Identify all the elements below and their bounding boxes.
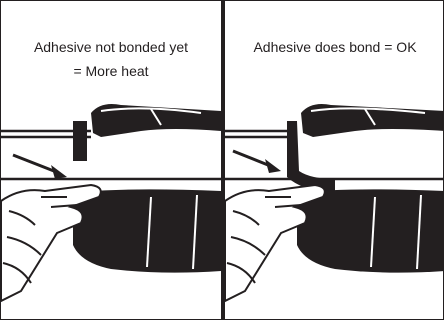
cable-illustration-left bbox=[1, 1, 221, 319]
cable-illustration-right bbox=[225, 1, 444, 319]
cable-icon bbox=[225, 131, 444, 179]
arrow-icon bbox=[13, 155, 67, 179]
panel-not-bonded: Adhesive not bonded yet = More heat bbox=[1, 1, 221, 319]
cable-icon bbox=[1, 131, 221, 179]
arrow-icon bbox=[233, 151, 281, 173]
panel-bonded: Adhesive does bond = OK bbox=[225, 1, 444, 319]
